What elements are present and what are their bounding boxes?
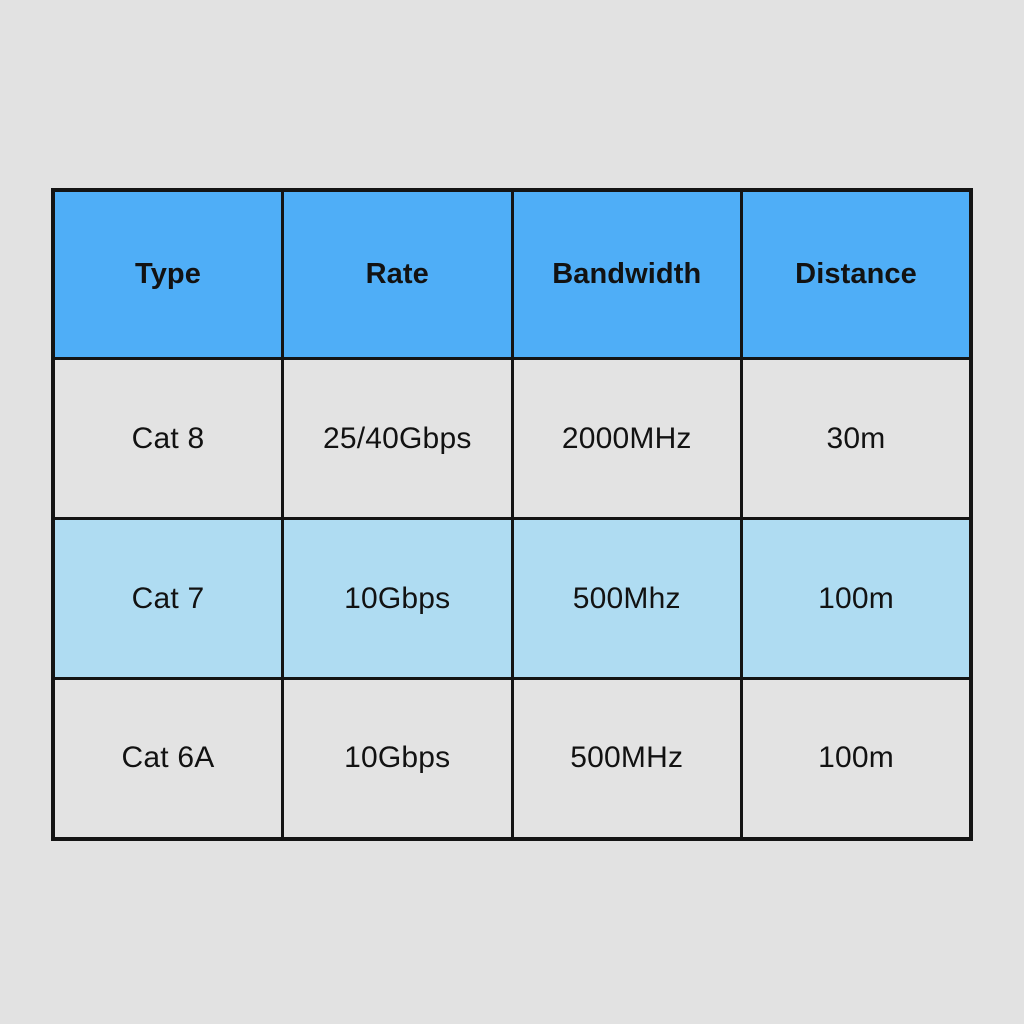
table-body: Cat 8 25/40Gbps 2000MHz 30m Cat 7 10Gbps… <box>51 357 973 840</box>
table-row: Cat 6A 10Gbps 500MHz 100m <box>51 677 973 840</box>
cell-distance: 30m <box>740 357 973 520</box>
column-header-bandwidth: Bandwidth <box>510 188 743 360</box>
table-row: Cat 8 25/40Gbps 2000MHz 30m <box>51 357 973 520</box>
column-header-type: Type <box>51 188 284 360</box>
cell-rate: 10Gbps <box>281 677 514 840</box>
cell-distance: 100m <box>740 517 973 680</box>
comparison-table-container: Type Rate Bandwidth Distance Cat 8 25/40… <box>51 188 973 841</box>
column-header-distance: Distance <box>740 188 973 360</box>
table-header-row: Type Rate Bandwidth Distance <box>51 188 973 360</box>
table-row-highlighted: Cat 7 10Gbps 500Mhz 100m <box>51 517 973 680</box>
cell-type: Cat 8 <box>51 357 284 520</box>
cable-comparison-table: Type Rate Bandwidth Distance Cat 8 25/40… <box>51 188 973 841</box>
cell-type: Cat 7 <box>51 517 284 680</box>
cell-rate: 25/40Gbps <box>281 357 514 520</box>
cell-bandwidth: 2000MHz <box>510 357 743 520</box>
cell-bandwidth: 500Mhz <box>510 517 743 680</box>
cell-distance: 100m <box>740 677 973 840</box>
cell-type: Cat 6A <box>51 677 284 840</box>
table-header: Type Rate Bandwidth Distance <box>51 188 973 360</box>
column-header-rate: Rate <box>281 188 514 360</box>
cell-rate: 10Gbps <box>281 517 514 680</box>
cell-bandwidth: 500MHz <box>510 677 743 840</box>
